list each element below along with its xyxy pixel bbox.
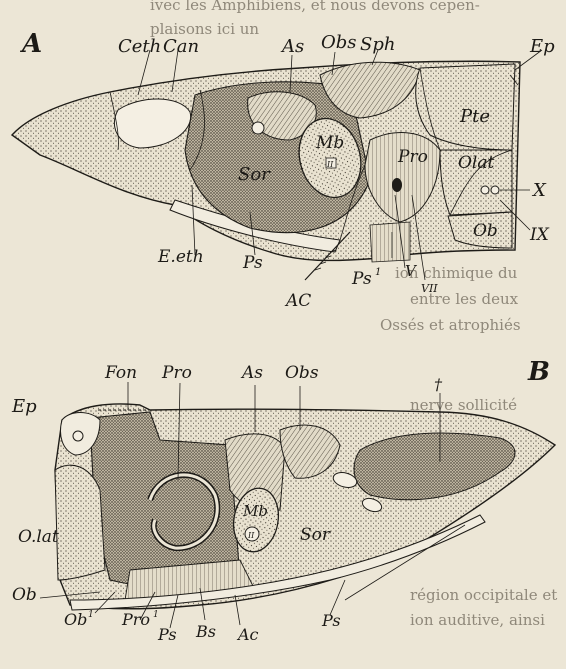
figure-a-label-sor: Sor [238,164,271,185]
figure-b-label-dagger: † [434,375,443,394]
figure-a-label-vii: VII [421,282,438,295]
figure-b-label-ob1-sup: 1 [88,610,94,620]
figure-b-label-mb: Mb [242,502,268,520]
figure-b-panel-label: B [527,357,550,387]
figure-a-label-can: Can [163,36,199,57]
figure-b-label-pro1: Pro [121,610,150,629]
figure-a-label-sph: Sph [360,34,395,55]
figure-a-label-obs: Obs [321,32,357,53]
figure-b-label-ps-low: Ps [157,625,177,644]
bg-text-line-8: région occipitale et [410,586,557,604]
figure-a-label-ob: Ob [473,221,498,241]
figure-b-label-ps-right: Ps [321,611,341,630]
figure-b-label-fon: Fon [104,363,137,383]
bg-text-line-6: Ossés et atrophiés [380,316,521,334]
figure-b-label-mb-num: II [247,531,255,540]
figure-a-label-x: X [531,180,547,201]
figure-a-small-foramen [252,122,264,134]
figure-a-label-olat: Olat [458,153,495,173]
figure-a-label-mb: Mb [315,133,344,153]
figure-a-label-ep: Ep [529,36,555,57]
figure-b-label-as: As [240,363,263,383]
figure-b-label-bs: Bs [195,622,216,641]
bg-text-line-1: ivec les Amphibiens, et nous devons cepe… [150,0,480,14]
figure-a-foramen-ix [481,186,489,194]
figure-a-trigeminal-foramen [392,178,402,192]
figure-a-label-ps1: Ps [351,269,372,289]
figure-a-label-pte: Pte [459,106,490,127]
figure-b-label-ac: Ac [236,625,259,644]
figure-a-label-eeth: E.eth [157,247,204,267]
figure-a-foramen-x [491,186,499,194]
figure-b-label-pro: Pro [161,363,192,383]
figure-b-label-ep: Ep [11,396,37,417]
figure-a-label-ps: Ps [242,253,263,273]
figure-a-ps1-area [370,222,410,262]
figure-a-label-ac: AC [284,291,311,311]
figure-a-label-pro: Pro [397,147,428,167]
figure-a-label-as: As [280,36,304,57]
figure-b-ep-foramen [73,431,83,441]
figure-a-label-ix: IX [529,225,550,245]
figure-b-label-ob: Ob [12,585,37,605]
figure-a-panel-label: A [19,29,42,59]
figure-b-label-olat: O.lat [18,527,59,547]
figure-b-label-sor: Sor [300,525,331,545]
figure-b-label-obs: Obs [285,363,319,383]
figure-b-label-pro1-sup: 1 [153,610,159,620]
figure-b-label-ob1: Ob [64,610,87,629]
figure-a-label-ps1-sup: 1 [375,267,381,278]
figure-a-label-ceth: Ceth [118,36,161,57]
figure-a-label-mb-num: II [326,160,334,169]
bg-text-line-9: ion auditive, ainsi [410,611,545,629]
